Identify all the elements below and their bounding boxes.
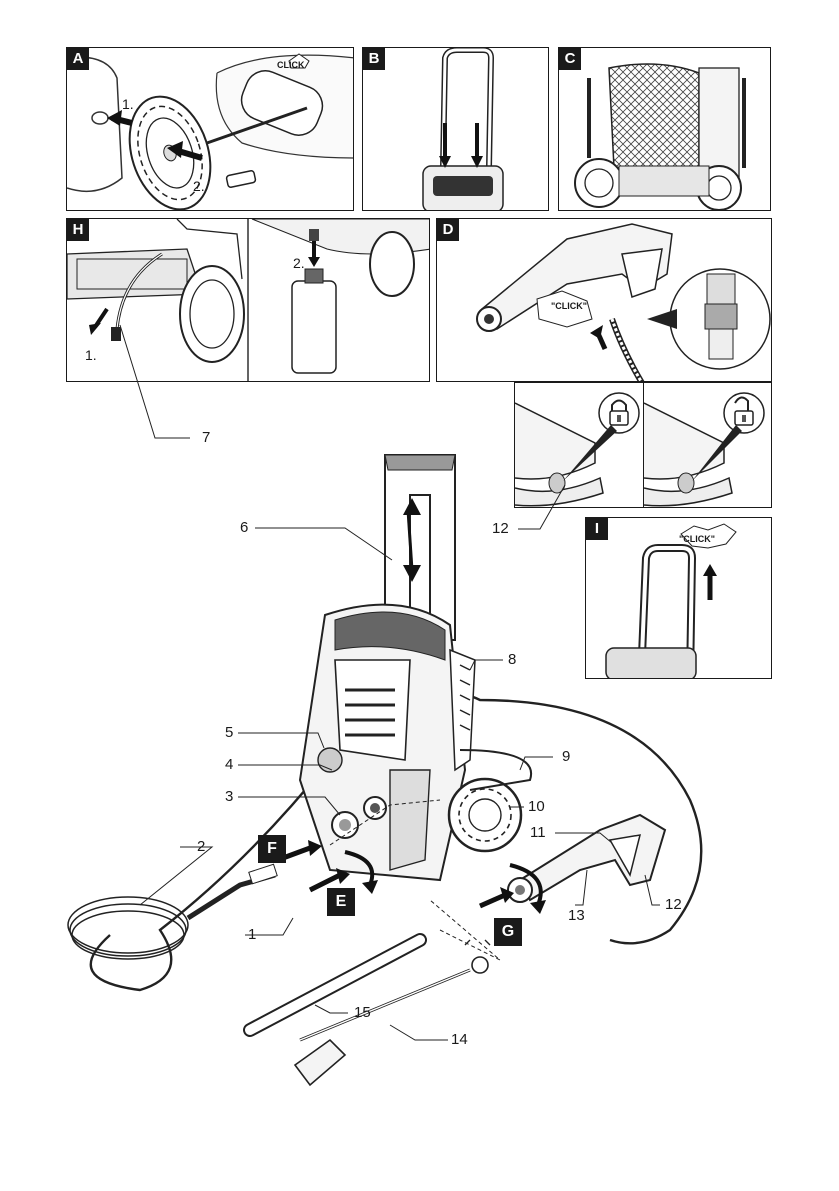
callout-6-handle: 6	[240, 519, 249, 536]
panel-c-accessory-storage: C	[558, 47, 771, 211]
high-pressure-gun	[507, 813, 667, 903]
callout-3-water-connection: 3	[225, 788, 234, 805]
step-e-tag: E	[327, 888, 355, 916]
accessory-storage-illustration	[574, 63, 746, 210]
callout-10-wheel: 10	[528, 798, 545, 815]
padlock-closed-icon	[609, 399, 629, 426]
callout-leaders	[119, 324, 660, 1041]
callout-5-device-switch: 5	[225, 724, 234, 741]
step-f-tag: F	[258, 835, 286, 863]
panel-d-click-label: "CLICK"	[551, 301, 588, 311]
handle-insert-illustration	[422, 48, 504, 210]
panel-a-step-2: 2.	[193, 178, 205, 194]
hose-coupling	[186, 863, 278, 921]
trigger-locked-illustration	[515, 392, 640, 507]
panel-a-step-1: 1.	[122, 96, 134, 112]
panel-i-tag: I	[586, 518, 608, 540]
callout-15-vario-lance: 15	[354, 1004, 371, 1021]
callout-2-high-pressure-hose: 2	[197, 838, 206, 855]
panel-i-click-label: "CLICK"	[679, 534, 716, 544]
callout-4-hose-connection: 4	[225, 756, 234, 773]
panel-a-tag: A	[67, 48, 89, 70]
panel-d-gun-connection: D "CLICK"	[436, 218, 772, 382]
panel-i-handle-lock: I "CLICK"	[585, 517, 772, 679]
panel-h-tag: H	[67, 219, 89, 241]
callout-12-trigger-lock: 12	[665, 896, 682, 913]
step-g-tag: G	[494, 918, 522, 946]
panel-a-click-label: CLICK	[277, 60, 305, 70]
callout-8-accessory-storage: 8	[508, 651, 517, 668]
step-arrows	[282, 840, 546, 914]
callout-12-safety-lock: 12	[492, 520, 509, 537]
device-body	[298, 454, 533, 882]
callout-7-detergent-hose: 7	[202, 429, 211, 446]
callout-14-dirt-blaster: 14	[451, 1031, 468, 1048]
panel-d-tag: D	[437, 219, 459, 241]
panel-h-step-2: 2.	[293, 255, 305, 271]
spray-lance-and-nozzle	[243, 933, 491, 1087]
panel-a-wheel-mounting: A 1. 2. CLICK	[66, 47, 354, 211]
wheel-mounting-illustration	[67, 53, 353, 210]
detergent-hose-illustration	[67, 219, 429, 381]
trigger-unlocked-illustration	[644, 392, 765, 507]
gun-connection-illustration	[476, 223, 771, 381]
panel-c-tag: C	[559, 48, 581, 70]
connection-guide-lines	[329, 799, 501, 961]
panel-trigger-unlocked	[643, 382, 772, 508]
handle-lock-illustration	[605, 523, 737, 678]
panel-b-handle-insert: B	[362, 47, 549, 211]
callout-13-trigger: 13	[568, 907, 585, 924]
wheel	[128, 95, 212, 210]
panel-h-step-1: 1.	[85, 347, 97, 363]
panel-b-tag: B	[363, 48, 385, 70]
callout-11-gun: 11	[530, 824, 546, 841]
panel-h-detergent-hose: H 1. 2.	[66, 218, 430, 382]
padlock-open-icon	[734, 396, 754, 426]
callout-1-screw-connector: 1	[248, 926, 257, 943]
panel-trigger-locked	[514, 382, 644, 508]
callout-9-hose-storage: 9	[562, 748, 571, 765]
